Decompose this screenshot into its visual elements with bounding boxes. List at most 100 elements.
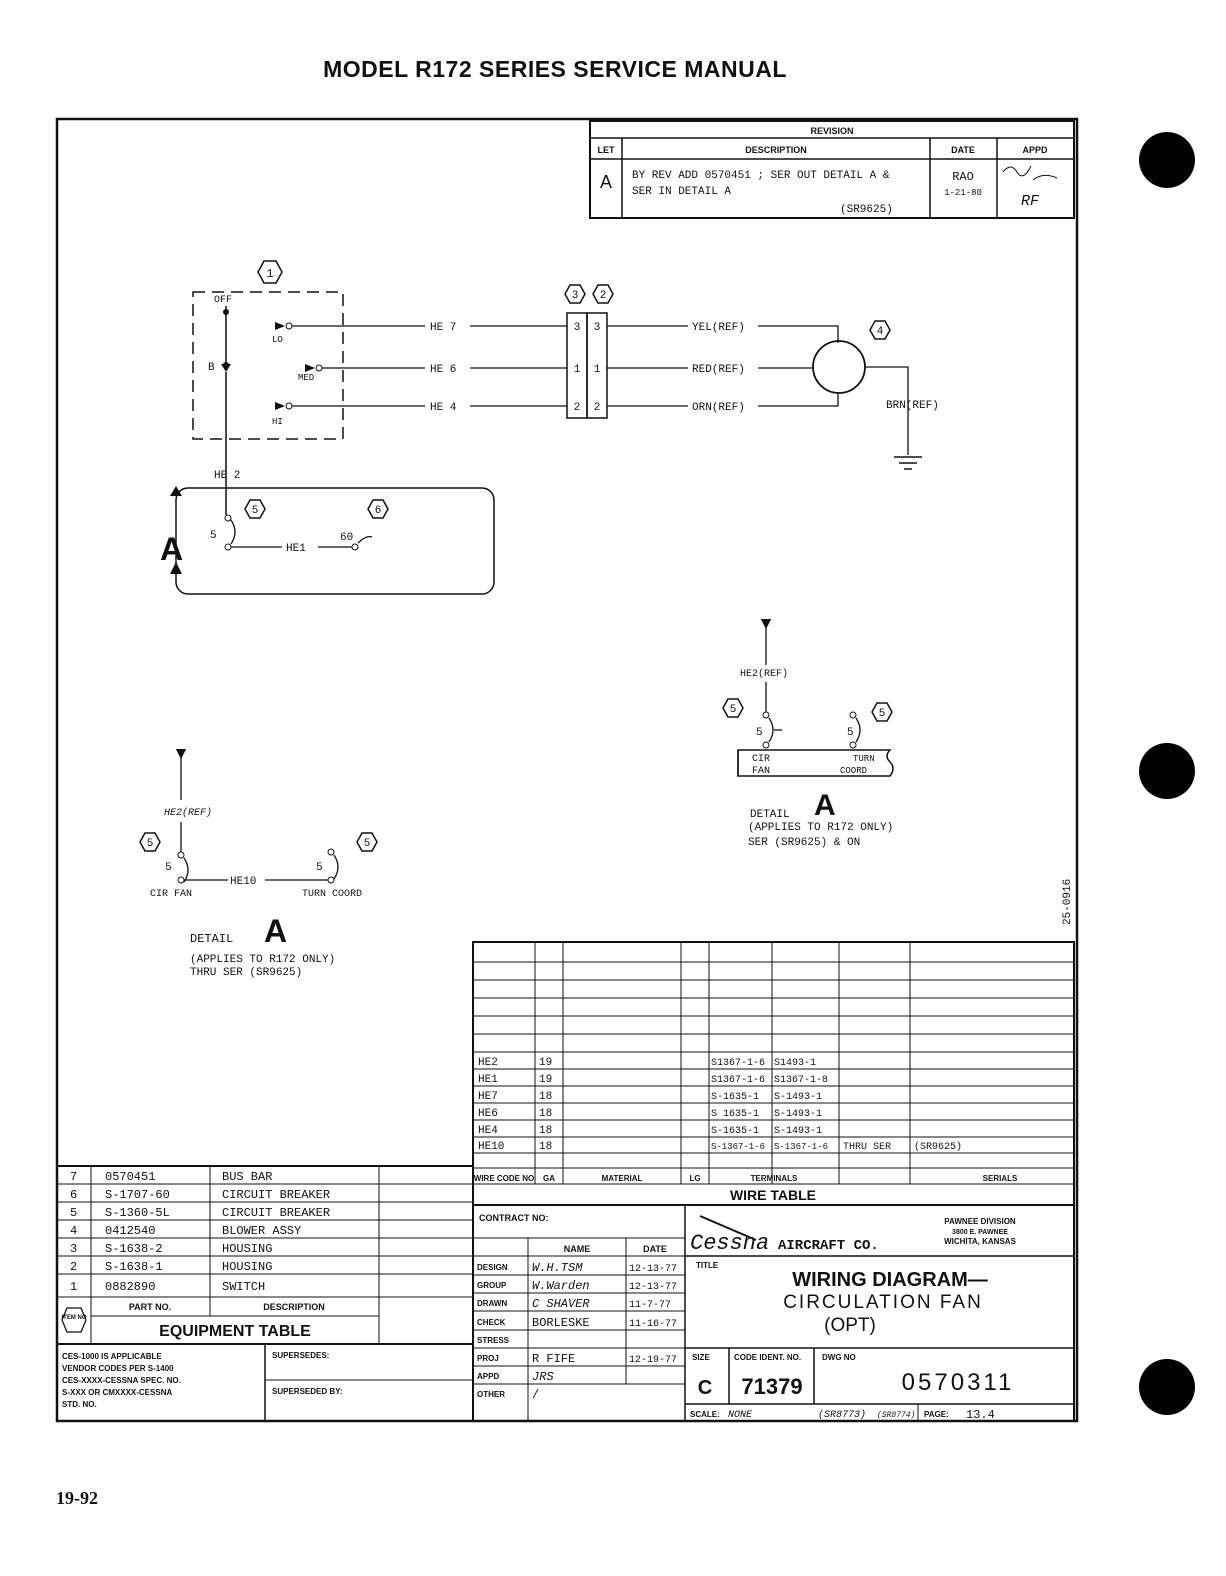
equip-hdr-desc: DESCRIPTION [263, 1302, 325, 1312]
detail2-cir: CIR [752, 754, 770, 765]
detail1-label: DETAIL [190, 932, 233, 946]
contract-label: CONTRACT NO: [479, 1213, 549, 1223]
wire-label-he2: HE 2 [214, 470, 240, 482]
svg-text:12-13-77: 12-13-77 [629, 1264, 677, 1275]
scale-value: NONE [728, 1410, 753, 1421]
title-label: TITLE [696, 1261, 719, 1270]
date-header: DATE [643, 1244, 667, 1254]
svg-text:18: 18 [539, 1141, 552, 1153]
svg-text:S-1360-5L: S-1360-5L [105, 1206, 170, 1220]
rev-letter: A [600, 172, 612, 192]
revision-title: REVISION [810, 126, 853, 136]
wire-table: WIRE CODE NO GA MATERIAL LG TERMINALS SE… [472, 941, 1075, 1206]
rev-col-description: DESCRIPTION [745, 145, 807, 155]
detail1-callout-right: 5 [364, 838, 371, 850]
revision-block: REVISION LET DESCRIPTION DATE APPD A BY … [589, 120, 1075, 219]
svg-text:12-19-77: 12-19-77 [629, 1355, 677, 1366]
name-header: NAME [564, 1244, 591, 1254]
page-label: PAGE: [924, 1410, 949, 1419]
equip-hdr-item: ITEM NO [62, 1315, 87, 1321]
switch-box [192, 291, 344, 440]
detail1-turn-coord: TURN COORD [302, 889, 362, 900]
svg-text:4: 4 [70, 1224, 77, 1238]
equip-hdr-part: PART NO. [129, 1302, 171, 1312]
rev-col-let: LET [598, 145, 616, 155]
svg-text:S1493-1: S1493-1 [774, 1058, 816, 1069]
svg-text:S-1367-1-6: S-1367-1-6 [774, 1142, 828, 1152]
switch-b-label: B [208, 362, 215, 374]
svg-text:SWITCH: SWITCH [222, 1280, 265, 1294]
cb-60-label: 60 [340, 532, 353, 544]
wire-hdr-lg: LG [689, 1174, 700, 1183]
wire-label-red: RED(REF) [692, 364, 745, 376]
detail1-note1: (APPLIES TO R172 ONLY) [190, 954, 335, 966]
detail2-note2: SER (SR9625) & ON [748, 837, 860, 849]
svg-text:0882890: 0882890 [105, 1280, 155, 1294]
svg-text:HE1: HE1 [478, 1074, 498, 1086]
svg-text:DRAWN: DRAWN [477, 1299, 507, 1308]
pin-1b: 1 [594, 364, 601, 376]
sr-ref-1: (SR8773) [818, 1409, 866, 1421]
switch-med-label: MED [298, 373, 314, 383]
detail2-bus-bar [737, 749, 894, 777]
svg-text:0412540: 0412540 [105, 1224, 155, 1238]
page-number: 19-92 [56, 1488, 98, 1508]
callout-cb-item-5: 5 [252, 505, 259, 517]
svg-text:S-1635-1: S-1635-1 [711, 1126, 759, 1137]
svg-text:S-1493-1: S-1493-1 [774, 1109, 822, 1120]
detail1-cb-right: 5 [316, 862, 323, 874]
detail2-fan: FAN [752, 766, 770, 777]
svg-text:2: 2 [70, 1260, 77, 1274]
page-title: MODEL R172 SERIES SERVICE MANUAL [323, 56, 787, 82]
sr-ref-2: (SR8774) [877, 1411, 915, 1420]
svg-text:DESIGN: DESIGN [477, 1263, 508, 1272]
rev-col-date: DATE [951, 145, 975, 155]
detail1-callout-left: 5 [147, 838, 154, 850]
wire-label-orn: ORN(REF) [692, 402, 745, 414]
code-ident-label: CODE IDENT. NO. [734, 1353, 801, 1362]
svg-text:CES-XXXX-CESSNA SPEC. NO.: CES-XXXX-CESSNA SPEC. NO. [62, 1376, 181, 1385]
svg-text:3: 3 [70, 1242, 77, 1256]
svg-text:BUS BAR: BUS BAR [222, 1170, 272, 1184]
pin-2b: 2 [594, 402, 601, 414]
detail2-callout-right: 5 [879, 708, 886, 720]
svg-text:S-1638-2: S-1638-2 [105, 1242, 163, 1256]
code-ident-value: 71379 [741, 1374, 802, 1399]
svg-text:18: 18 [539, 1125, 552, 1137]
equipment-table-title: EQUIPMENT TABLE [159, 1323, 311, 1340]
detail1-cir-fan: CIR FAN [150, 889, 192, 900]
callout-item-4: 4 [877, 326, 884, 338]
svg-text:S-1635-1: S-1635-1 [711, 1092, 759, 1103]
svg-text:OTHER: OTHER [477, 1390, 505, 1399]
svg-text:JRS: JRS [532, 1370, 554, 1384]
detail1-letter: A [264, 913, 287, 949]
drawing-title-line1: WIRING DIAGRAM— [792, 1269, 988, 1291]
svg-text:HE2: HE2 [478, 1057, 498, 1069]
dwg-no-value: 0570311 [902, 1369, 1015, 1396]
dwg-no-label: DWG NO [822, 1353, 856, 1362]
size-label: SIZE [692, 1353, 710, 1362]
cessna-logo-swoosh [699, 1215, 757, 1241]
svg-text:11-7-77: 11-7-77 [629, 1300, 671, 1311]
detail-a-thru-ser: HE2(REF) 5 5 HE10 5 5 CIR FAN TURN COORD… [139, 748, 378, 979]
pin-2a: 2 [574, 402, 581, 414]
svg-text:BORLESKE: BORLESKE [532, 1316, 590, 1330]
rev-date: 1-21-80 [944, 188, 982, 198]
svg-text:PAWNEE DIVISION: PAWNEE DIVISION [944, 1217, 1016, 1226]
wire-label-brn: BRN(REF) [886, 400, 939, 412]
svg-text:HE4: HE4 [478, 1125, 498, 1137]
sheet-page-value: 13.4 [966, 1408, 995, 1422]
detail2-letter: A [814, 789, 836, 822]
